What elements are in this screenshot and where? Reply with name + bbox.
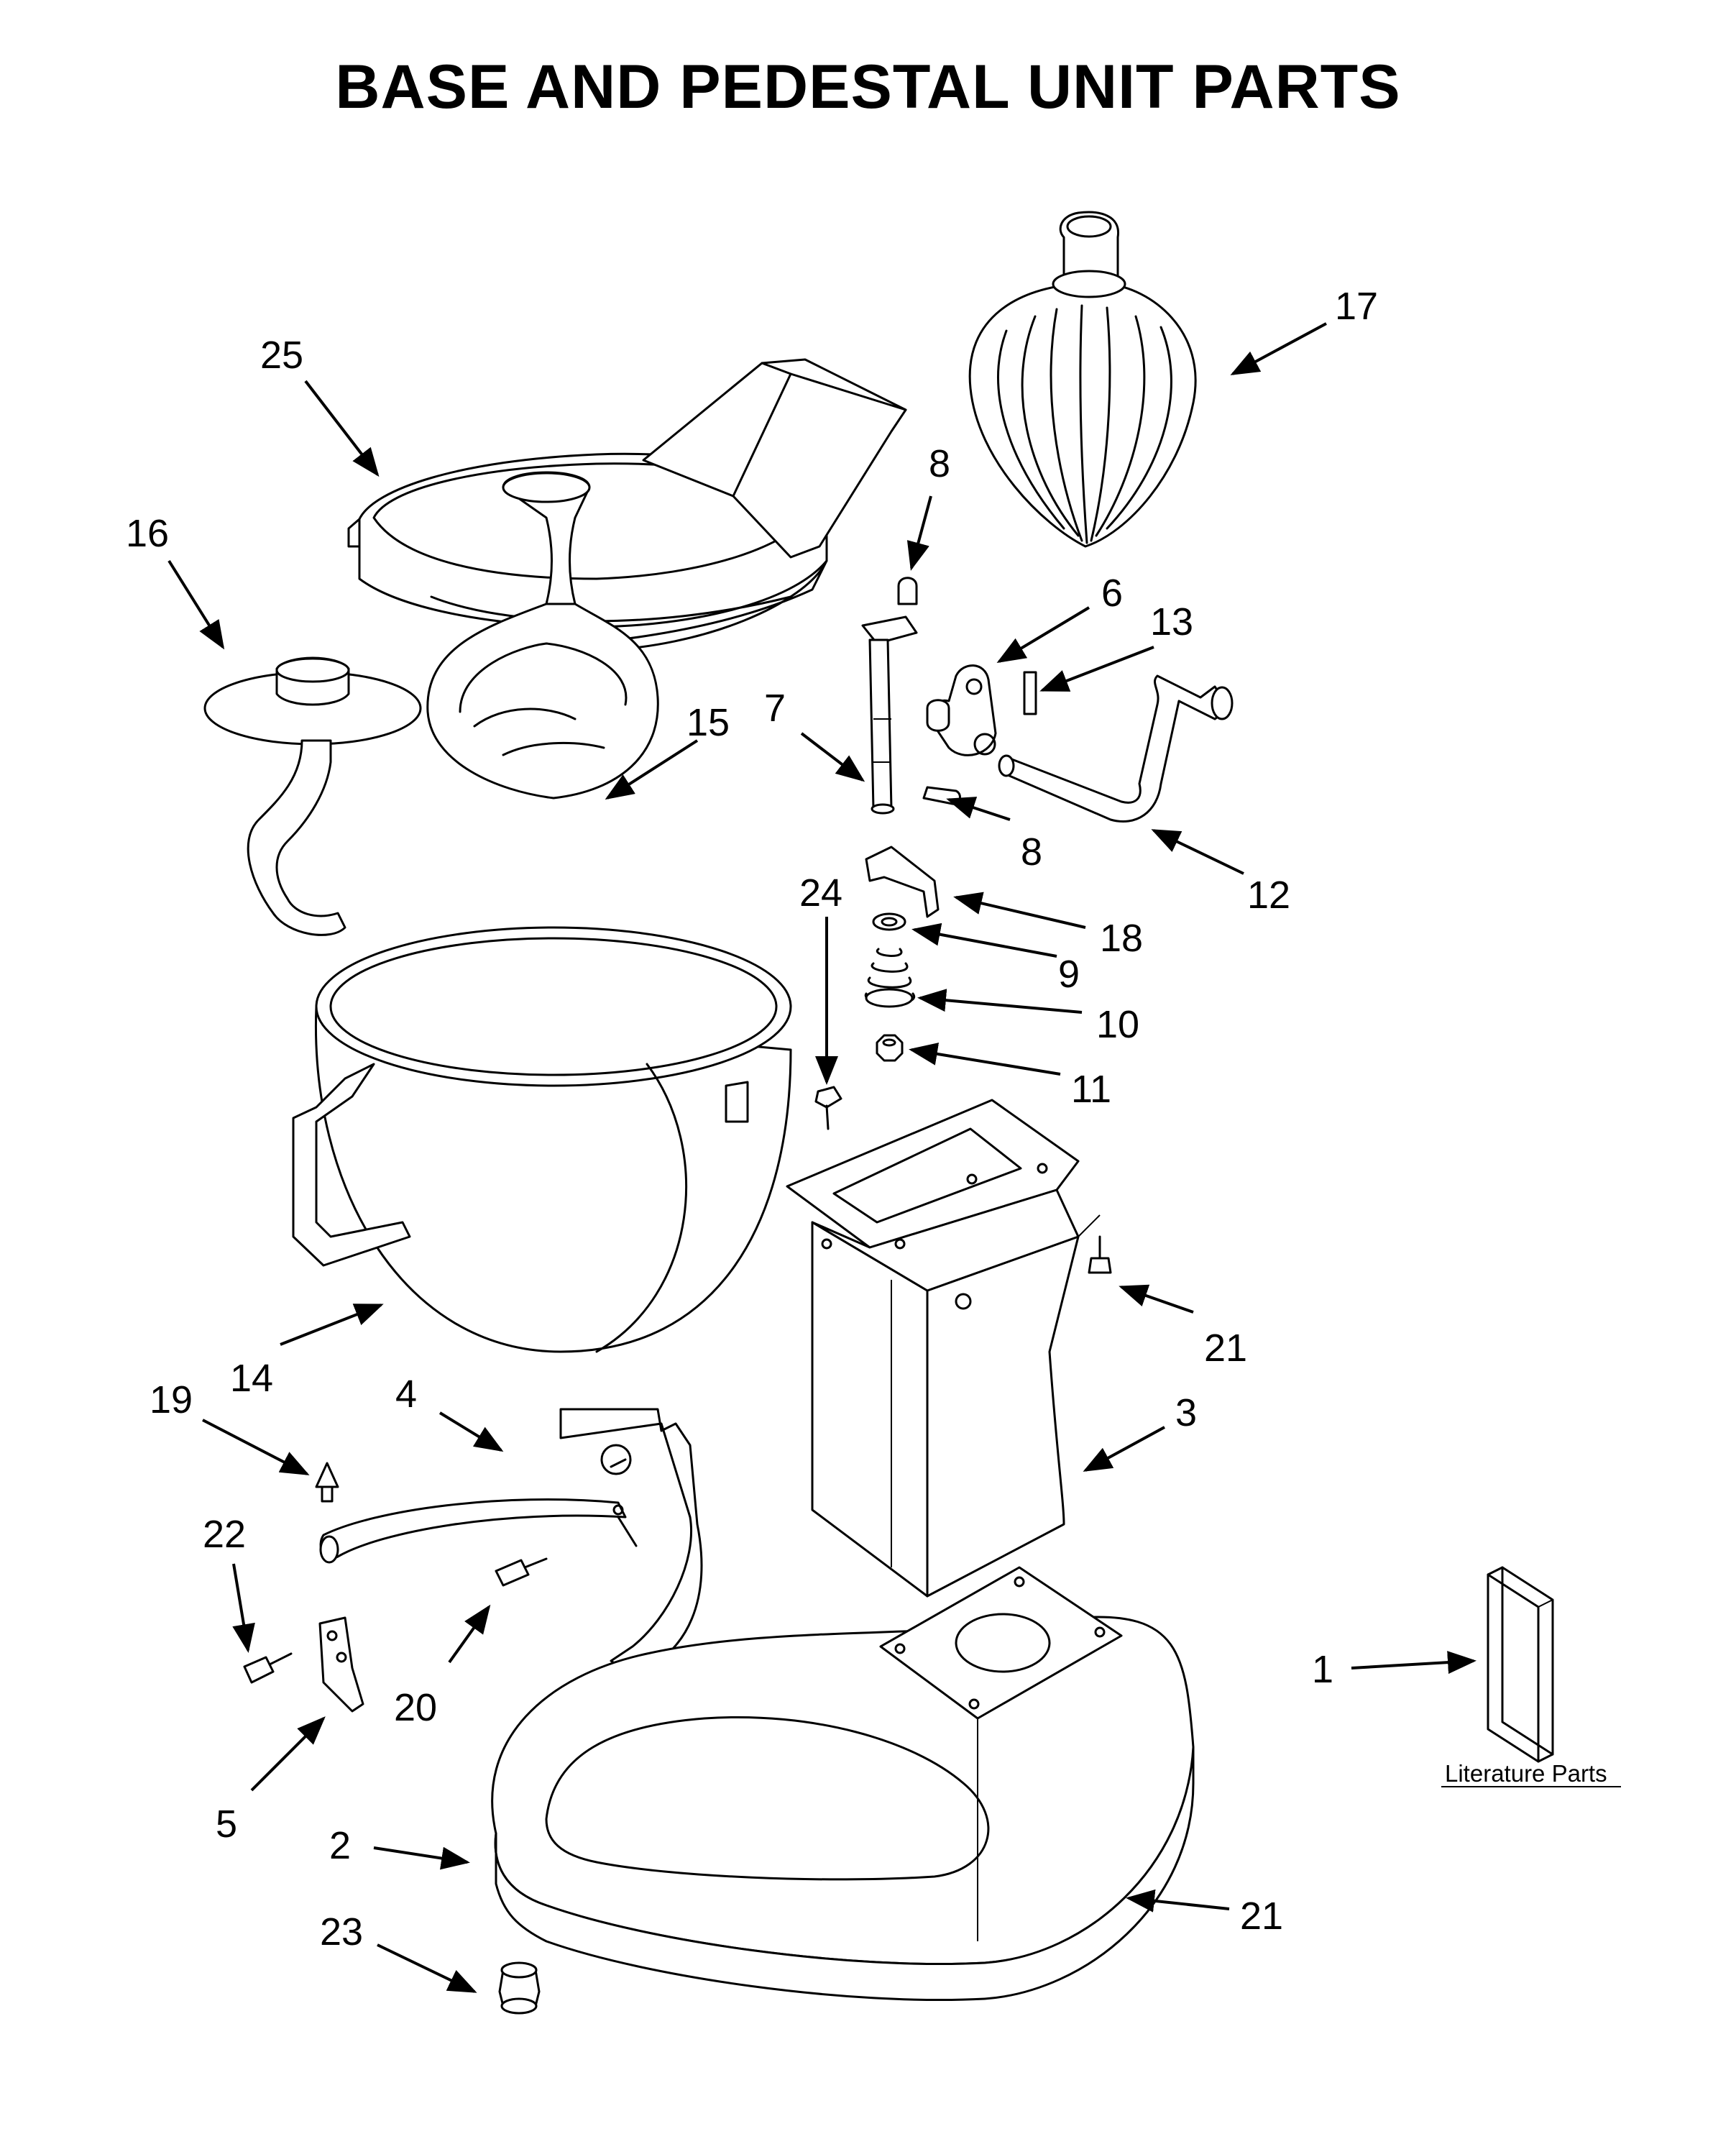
part-nut xyxy=(876,1034,904,1062)
callout-5: 5 xyxy=(216,1803,237,1846)
part-screw-20 xyxy=(495,1557,548,1587)
page-title: BASE AND PEDESTAL UNIT PARTS xyxy=(335,52,1401,122)
callout-3: 3 xyxy=(1175,1391,1197,1434)
callout-23: 23 xyxy=(320,1910,363,1954)
part-washer xyxy=(872,912,906,931)
callout-16: 16 xyxy=(126,512,169,555)
part-roll-pin xyxy=(1023,671,1037,715)
callout-10: 10 xyxy=(1096,1003,1139,1046)
part-bowl xyxy=(292,926,792,1353)
part-bowl-support xyxy=(319,1408,703,1677)
part-hinge-pin-top xyxy=(897,577,918,605)
part-screw-22 xyxy=(243,1652,293,1684)
callout-21-lower: 21 xyxy=(1240,1895,1283,1938)
callout-7: 7 xyxy=(764,687,786,730)
part-dough-hook xyxy=(203,656,422,936)
part-wire-whip xyxy=(968,211,1197,548)
part-spring xyxy=(864,948,916,1008)
callout-14: 14 xyxy=(230,1357,273,1400)
part-base xyxy=(491,1566,1195,2002)
part-pedestal xyxy=(786,1099,1101,1598)
callout-24: 24 xyxy=(799,871,842,915)
callout-11: 11 xyxy=(1071,1068,1111,1111)
literature-parts-label: Literature Parts xyxy=(1445,1760,1607,1787)
callout-25: 25 xyxy=(260,334,303,377)
callout-12: 12 xyxy=(1247,874,1290,917)
part-flat-beater xyxy=(426,471,659,800)
callout-8-top: 8 xyxy=(929,442,950,485)
callout-15: 15 xyxy=(686,701,730,744)
callout-20: 20 xyxy=(394,1686,437,1729)
part-lift-cam xyxy=(926,664,997,756)
callout-22: 22 xyxy=(203,1513,246,1556)
callout-13: 13 xyxy=(1150,600,1193,643)
part-lift-rod xyxy=(861,615,918,815)
part-pin-19 xyxy=(315,1462,339,1503)
callout-17: 17 xyxy=(1335,285,1378,328)
part-screw-24 xyxy=(814,1086,842,1130)
part-bracket xyxy=(865,846,940,918)
callout-21-upper: 21 xyxy=(1204,1327,1247,1370)
callout-6: 6 xyxy=(1101,572,1123,615)
part-screw-21-upper xyxy=(1088,1235,1112,1274)
callout-18: 18 xyxy=(1100,917,1143,960)
part-pouring-shield xyxy=(347,358,907,681)
callout-1: 1 xyxy=(1312,1648,1333,1691)
callout-4: 4 xyxy=(395,1373,417,1416)
part-clip xyxy=(318,1616,364,1713)
callout-labels: 25 17 16 8 6 13 15 7 8 12 24 18 9 10 11 … xyxy=(126,285,1607,1954)
callout-8-bottom: 8 xyxy=(1021,830,1042,874)
callout-9: 9 xyxy=(1058,953,1080,996)
callout-2: 2 xyxy=(329,1824,351,1867)
part-literature xyxy=(1441,1566,1621,1787)
callout-arrows xyxy=(167,322,1476,1993)
part-foot xyxy=(498,1961,541,2015)
callout-19: 19 xyxy=(150,1378,193,1421)
part-lift-handle xyxy=(998,674,1234,823)
